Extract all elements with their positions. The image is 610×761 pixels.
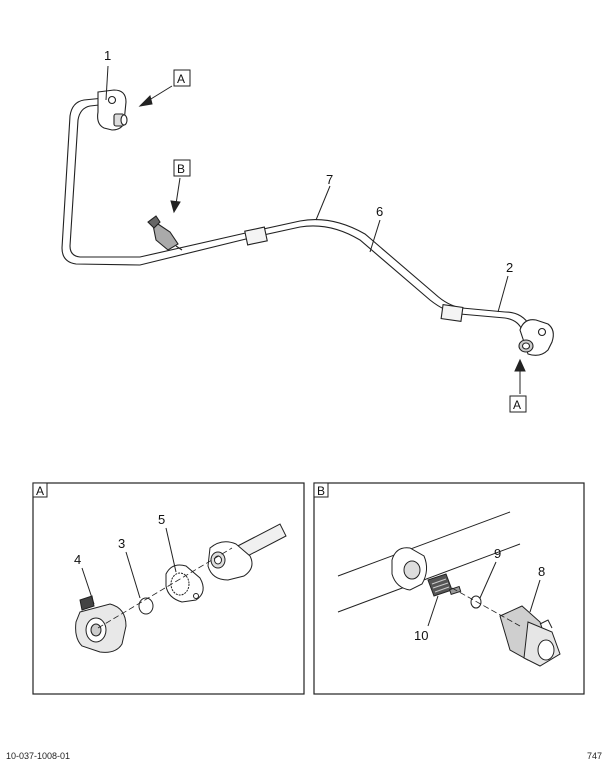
tube-main-run <box>249 225 506 319</box>
detail-panel-b: B <box>313 482 585 695</box>
fitting-item-10 <box>427 573 462 597</box>
callout-7: 7 <box>326 172 333 187</box>
panel-a-label: A <box>36 484 44 498</box>
callout-9: 9 <box>494 546 501 561</box>
svg-text:A: A <box>177 72 185 86</box>
callout-10: 10 <box>414 628 428 643</box>
footer-document-id: 10-037-1008-01 <box>6 751 71 761</box>
svg-text:B: B <box>177 162 185 176</box>
callout-8: 8 <box>538 564 545 579</box>
view-ref-a-right: A <box>509 395 527 413</box>
callout-4: 4 <box>74 552 81 567</box>
oring-item-3 <box>138 597 154 615</box>
panel-b-label: B <box>317 484 325 498</box>
leader-lines <box>105 65 509 313</box>
svg-text:A: A <box>513 398 521 412</box>
top-fitting <box>97 89 128 131</box>
tube-boss <box>391 547 428 591</box>
callout-6: 6 <box>376 204 383 219</box>
sleeve-left <box>244 226 268 246</box>
tube-assembly <box>61 97 534 341</box>
cap-item-4 <box>75 595 127 653</box>
detail-panel-a: A 4 3 5 <box>32 482 305 695</box>
callout-5: 5 <box>158 512 165 527</box>
callout-1: 1 <box>104 48 111 63</box>
right-fitting <box>518 319 554 356</box>
sensor-on-tube <box>147 215 183 251</box>
gasket-item-5 <box>165 564 204 603</box>
callout-3: 3 <box>118 536 125 551</box>
sleeve-right <box>440 304 464 322</box>
callout-2: 2 <box>506 260 513 275</box>
view-ref-b-top: B <box>173 159 191 177</box>
view-ref-a-top: A <box>173 69 191 87</box>
footer-page-number: 747 <box>586 751 602 761</box>
sensor-item-8 <box>499 605 561 667</box>
oring-item-9 <box>470 595 482 609</box>
tube-left-loop <box>61 97 251 266</box>
view-arrows <box>138 85 526 394</box>
